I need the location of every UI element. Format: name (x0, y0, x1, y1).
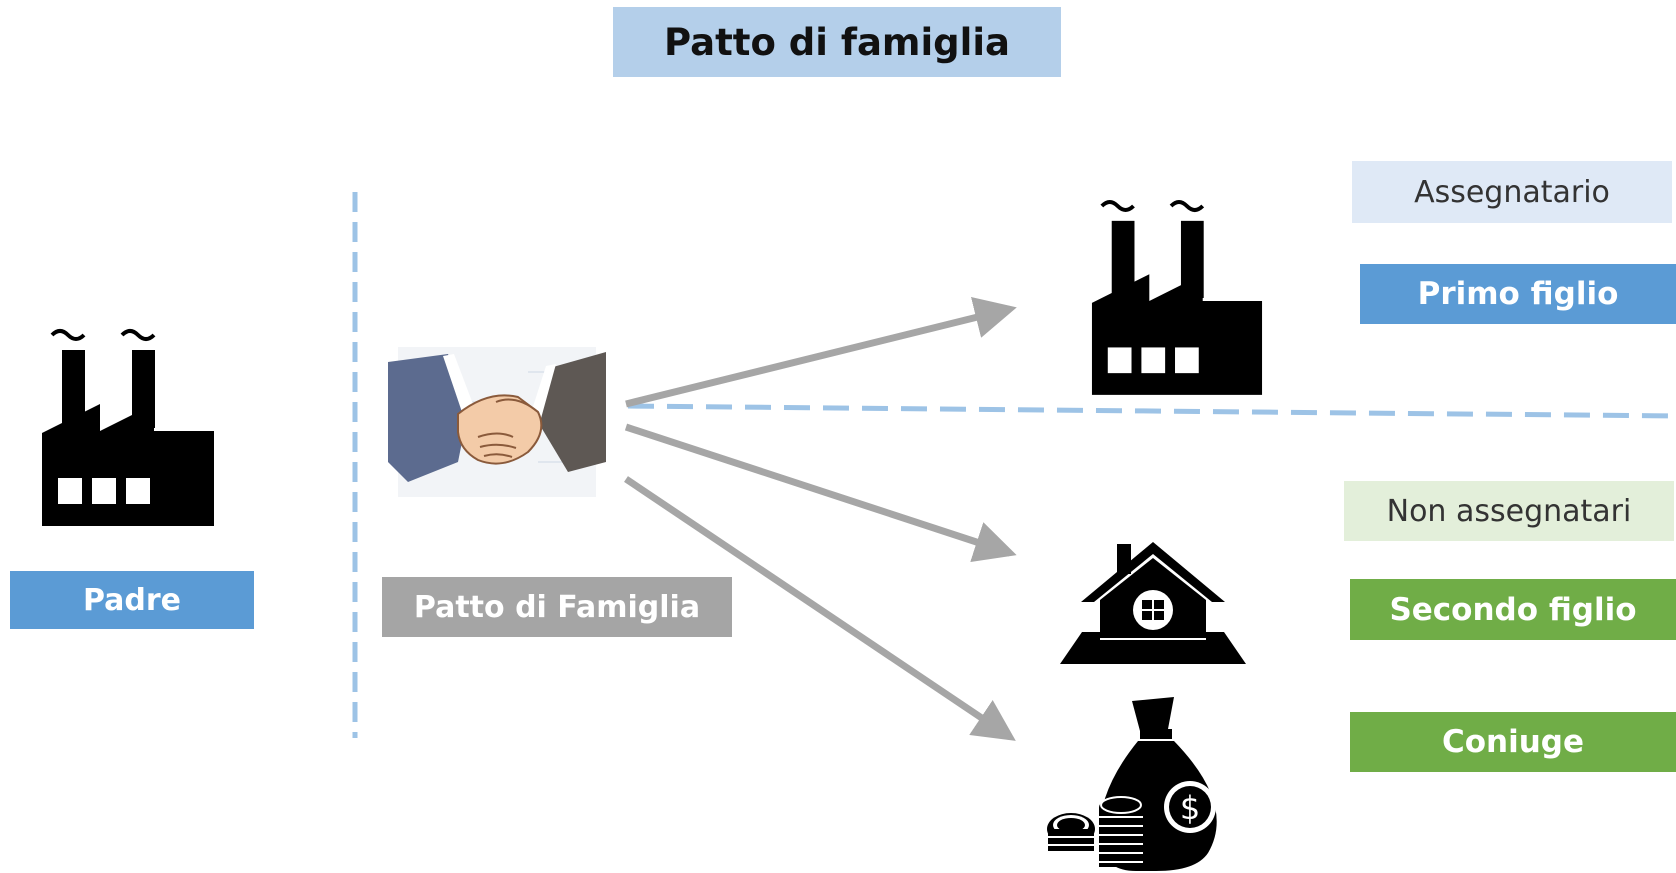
house-icon (1060, 542, 1246, 664)
patto-label: Patto di Famiglia (382, 577, 732, 637)
factory-icon (42, 329, 214, 526)
diagram-title: Patto di famiglia (613, 7, 1061, 77)
secondo-figlio-label: Secondo figlio (1350, 579, 1676, 640)
arrow-to-coniuge (624, 476, 1016, 741)
money-bag-icon: $ (1047, 697, 1217, 871)
coniuge-label: Coniuge (1350, 712, 1676, 772)
assegnatario-label: Assegnatario (1352, 161, 1672, 223)
primo-figlio-label: Primo figlio (1360, 264, 1676, 324)
handshake-icon (388, 347, 606, 497)
horizontal-divider (627, 403, 1676, 419)
padre-label: Padre (10, 571, 254, 629)
arrow-to-secondo-figlio (624, 423, 1017, 563)
factory-icon (1091, 200, 1263, 395)
svg-text:$: $ (1180, 789, 1200, 827)
arrow-to-primo-figlio (625, 297, 1017, 408)
non-assegnatari-label: Non assegnatari (1344, 481, 1674, 541)
